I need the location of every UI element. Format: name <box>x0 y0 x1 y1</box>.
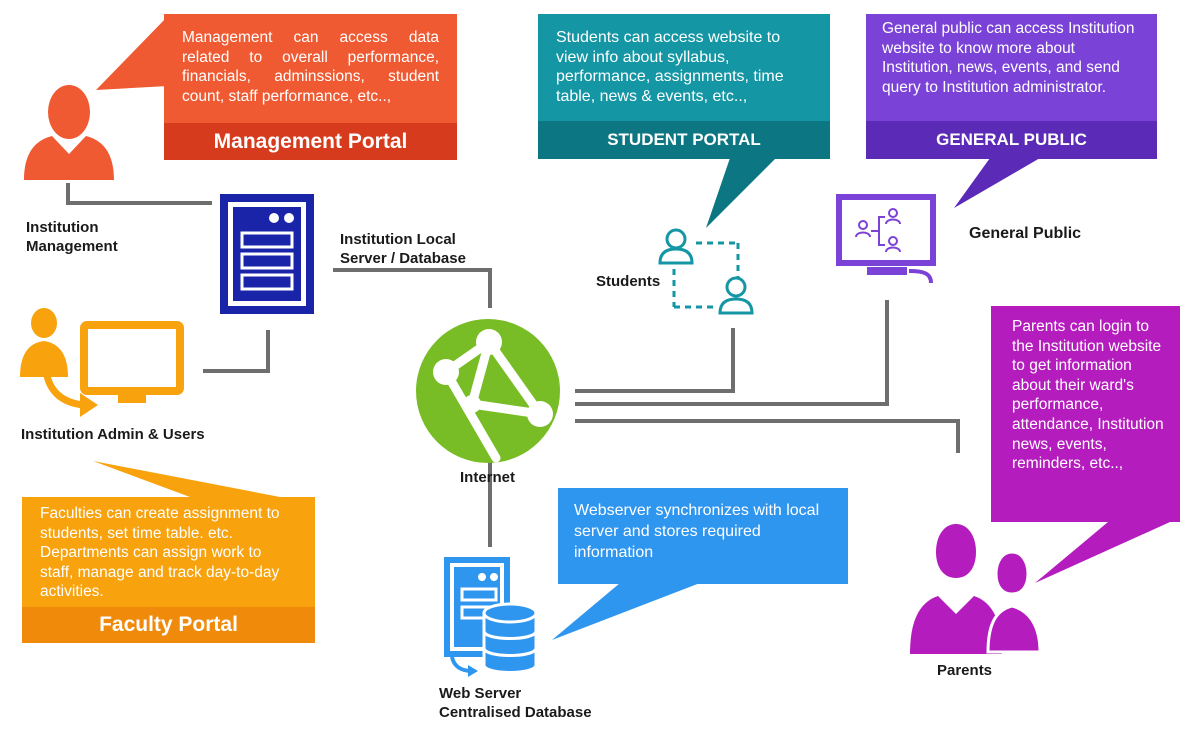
label-local-server: Institution Local Server / Database <box>340 231 466 267</box>
internet-globe-icon <box>416 319 560 463</box>
label-admin-users: Institution Admin & Users <box>21 426 205 443</box>
connector-management-server <box>66 183 212 205</box>
public-note: General public can access Institution we… <box>866 14 1157 121</box>
label-web-server: Web Server Centralised Database <box>439 685 592 721</box>
parents-callout-tail <box>1035 522 1170 583</box>
students-network-icon <box>658 228 754 315</box>
student-callout-tail <box>706 158 776 228</box>
webserver-note: Webserver synchronizes with local server… <box>558 488 848 584</box>
faculty-note: Faculties can create assignment to stude… <box>22 497 315 607</box>
connector-internet-parents <box>575 419 960 453</box>
connector-server-internet <box>333 268 492 308</box>
management-callout-tail <box>96 16 168 90</box>
label-parents: Parents <box>937 662 993 679</box>
student-note: Students can access website to view info… <box>538 14 830 121</box>
parents-icon <box>910 524 1042 654</box>
public-callout-tail <box>954 158 1040 208</box>
faculty-callout-tail <box>93 461 280 497</box>
faculty-portal-title: Faculty Portal <box>22 607 315 643</box>
admin-computer-icon <box>20 308 184 417</box>
management-note: Management can access data related to ov… <box>164 14 457 123</box>
label-internet: Internet <box>460 469 516 486</box>
label-general-public: General Public <box>969 225 1082 242</box>
local-server-icon <box>220 194 314 314</box>
general-public-title: GENERAL PUBLIC <box>866 121 1157 159</box>
label-students: Students <box>596 273 661 290</box>
parents-note: Parents can login to the Institution web… <box>991 306 1180 522</box>
label-institution-management: Institution Management <box>26 219 118 255</box>
connector-internet-public <box>575 300 889 406</box>
management-portal-title: Management Portal <box>164 123 457 160</box>
web-server-database-icon <box>444 557 538 677</box>
public-monitor-icon <box>836 194 936 283</box>
connector-admin-server <box>203 330 270 373</box>
connector-internet-students <box>575 328 735 393</box>
webserver-callout-tail <box>552 583 700 640</box>
student-portal-title: STUDENT PORTAL <box>538 121 830 159</box>
management-person-icon <box>24 85 114 180</box>
